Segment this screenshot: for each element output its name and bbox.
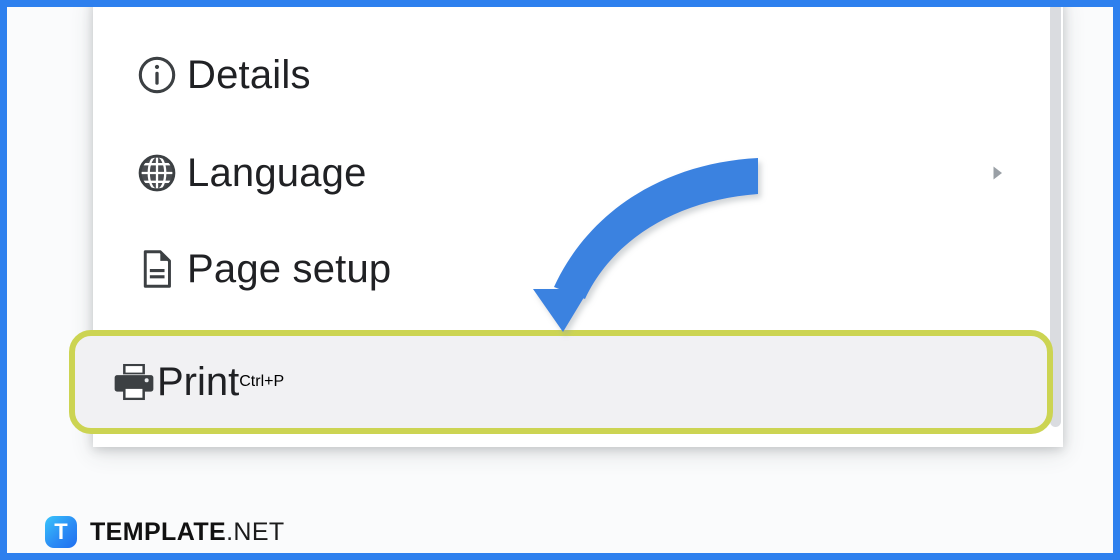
template-net-logo: T TEMPLATE.NET — [45, 516, 285, 548]
logo-badge-icon: T — [45, 516, 77, 548]
info-circle-icon — [135, 53, 187, 97]
menu-item-label: Details — [187, 52, 311, 97]
printer-icon — [111, 359, 157, 405]
menu-item-label: Language — [187, 150, 367, 195]
print-highlight-box: Print Ctrl+P — [69, 330, 1053, 434]
logo-letter: T — [54, 519, 68, 544]
menu-scrollbar[interactable] — [1047, 7, 1063, 447]
menu-item-language[interactable]: Language — [93, 125, 1035, 221]
menu-item-label: Page setup — [187, 246, 392, 291]
caret-right-icon[interactable] — [985, 161, 1009, 185]
menu-item-details[interactable]: Details — [93, 27, 1035, 123]
brand-name-light: .NET — [226, 517, 285, 546]
scrollbar-thumb[interactable] — [1050, 7, 1061, 427]
logo-wordmark: TEMPLATE.NET — [90, 518, 285, 547]
menu-item-print[interactable]: Print Ctrl+P — [75, 336, 1047, 428]
document-icon — [135, 247, 187, 291]
brand-name-strong: TEMPLATE — [90, 517, 227, 546]
menu-item-page-setup[interactable]: Page setup — [93, 221, 1035, 317]
menu-item-label: Print — [157, 359, 240, 404]
globe-icon — [135, 151, 187, 195]
menu-item-shortcut: Ctrl+P — [239, 373, 285, 390]
